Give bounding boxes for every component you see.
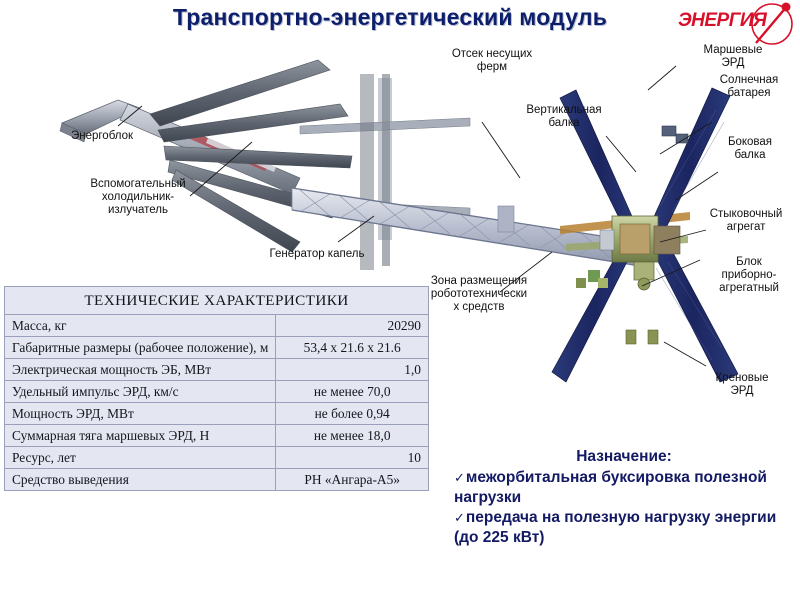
leader-lines <box>117 65 719 367</box>
table-header-row: ТЕХНИЧЕСКИЕ ХАРАКТЕРИСТИКИ <box>4 286 429 315</box>
purpose-item-text: передача на полезную нагрузку энергии (д… <box>454 509 777 546</box>
spec-label: Мощность ЭРД, МВт <box>3 402 277 425</box>
table-row: Масса, кг 20290 <box>3 314 429 337</box>
page-title: Транспортно-энергетический модуль <box>172 4 608 30</box>
spec-value: не более 0,94 <box>275 402 429 425</box>
purpose-item: ✓передача на полезную нагрузку энергии (… <box>452 508 796 548</box>
purpose-block: Назначение: ✓межорбитальная буксировка п… <box>452 447 796 548</box>
spec-value: 53,4 x 21.6 x 21.6 <box>275 336 429 359</box>
instrument-block-group <box>599 215 681 291</box>
spec-label: Габаритные размеры (рабочее положение), … <box>3 336 277 359</box>
callout-roll-erd: Креновые ЭРД <box>715 372 769 397</box>
callout-side-beam: Боковая балка <box>727 136 773 161</box>
spec-label: Масса, кг <box>3 314 277 337</box>
spec-value: 10 <box>275 446 429 469</box>
callout-vertical-beam: Вертикальная балка <box>526 104 602 129</box>
spec-value: РН «Ангара-А5» <box>275 468 429 491</box>
spec-table-body: ТЕХНИЧЕСКИЕ ХАРАКТЕРИСТИКИ Масса, кг 202… <box>3 286 429 491</box>
spec-label: Ресурс, лет <box>3 446 277 469</box>
purpose-title: Назначение: <box>576 448 672 465</box>
spec-value: 1,0 <box>275 358 429 381</box>
main-erd-group <box>661 125 689 144</box>
callout-energoblok: Энергоблок <box>70 130 134 142</box>
aux-radiator-panels <box>149 59 353 253</box>
callout-docking-unit: Стыковочный агрегат <box>709 208 783 233</box>
table-row: Средство выведения РН «Ангара-А5» <box>3 468 429 491</box>
table-row: Электрическая мощность ЭБ, МВт 1,0 <box>3 358 429 381</box>
spec-value: не менее 70,0 <box>275 380 429 403</box>
droplet-generator-group <box>299 74 471 270</box>
spec-label: Суммарная тяга маршевых ЭРД, Н <box>3 424 277 447</box>
robotics-zone-group <box>576 270 608 288</box>
roll-erd-group <box>625 329 659 345</box>
energia-logo: ЭНЕРГИЯ <box>676 2 794 46</box>
callout-droplet-generator: Генератор капель <box>269 248 365 260</box>
spec-value: 20290 <box>275 314 429 337</box>
purpose-item-text: межорбитальная буксировка полезной нагру… <box>454 469 767 506</box>
purpose-item: ✓межорбитальная буксировка полезной нагр… <box>452 468 796 508</box>
callout-solar-array: Солнечная батарея <box>719 74 779 99</box>
spec-table: ТЕХНИЧЕСКИЕ ХАРАКТЕРИСТИКИ Масса, кг 202… <box>3 286 429 491</box>
main-truss <box>291 187 641 267</box>
callout-robotics-zone: Зона размещения робототехнически х средс… <box>430 275 528 313</box>
check-icon: ✓ <box>454 510 465 525</box>
check-icon: ✓ <box>454 470 465 485</box>
spec-table-title: ТЕХНИЧЕСКИЕ ХАРАКТЕРИСТИКИ <box>4 286 429 315</box>
spec-label: Средство выведения <box>3 468 277 491</box>
spacecraft-diagram <box>59 59 739 383</box>
spec-label: Электрическая мощность ЭБ, МВт <box>3 358 277 381</box>
callout-main-erd: Маршевые ЭРД <box>703 44 763 69</box>
table-row: Габаритные размеры (рабочее положение), … <box>3 336 429 359</box>
spec-label: Удельный импульс ЭРД, км/с <box>3 380 277 403</box>
energia-logo-mark <box>751 2 793 45</box>
table-row: Суммарная тяга маршевых ЭРД, Н не менее … <box>3 424 429 447</box>
table-row: Удельный импульс ЭРД, км/с не менее 70,0 <box>3 380 429 403</box>
spec-value: не менее 18,0 <box>275 424 429 447</box>
table-row: Мощность ЭРД, МВт не более 0,94 <box>3 402 429 425</box>
callout-truss-bay: Отсек несущих ферм <box>451 48 533 73</box>
energia-logo-text: ЭНЕРГИЯ <box>678 10 767 31</box>
callout-instrument-block: Блок приборно- агрегатный <box>719 256 779 294</box>
callout-aux-radiator: Вспомогательный холодильник- излучатель <box>90 178 186 216</box>
table-row: Ресурс, лет 10 <box>3 446 429 469</box>
